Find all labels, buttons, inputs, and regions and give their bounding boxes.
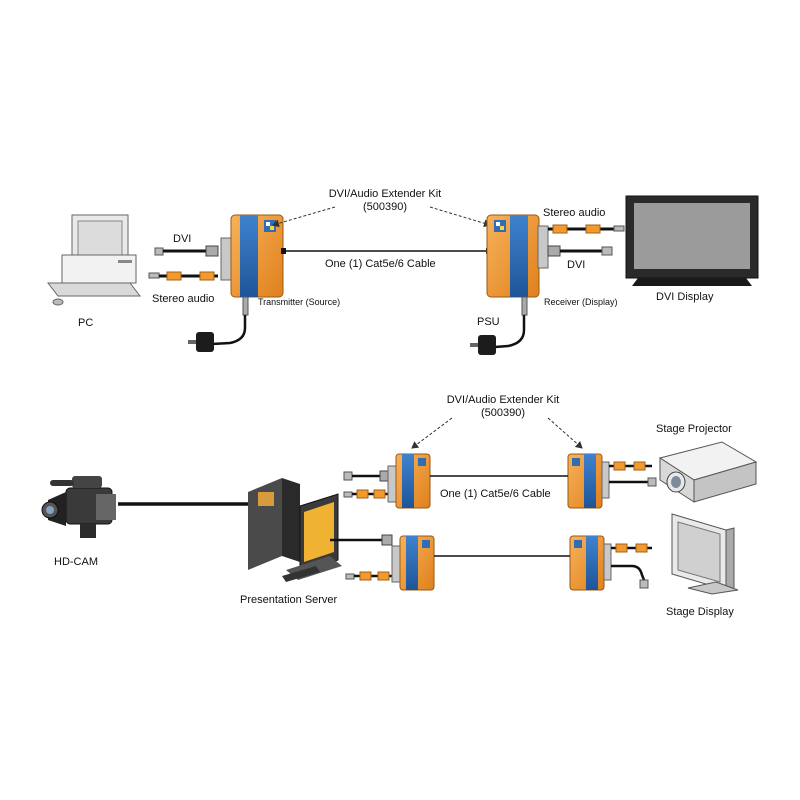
stage-display-label: Stage Display bbox=[666, 606, 734, 618]
kit-title-top: DVI/Audio Extender Kit bbox=[328, 188, 442, 200]
hdcam-label: HD-CAM bbox=[54, 556, 98, 568]
transmitter-power-supply bbox=[188, 296, 249, 352]
stereo-cable-right bbox=[548, 224, 625, 234]
stereo-audio-label-left: Stereo audio bbox=[152, 293, 215, 305]
hdcam-icon bbox=[41, 476, 116, 538]
dvi-display-label: DVI Display bbox=[656, 291, 714, 303]
cable-label-top: One (1) Cat5e/6 Cable bbox=[325, 258, 436, 270]
pc-label: PC bbox=[78, 317, 94, 329]
kit-arrow-left-bottom bbox=[411, 417, 453, 449]
presentation-server-icon bbox=[248, 478, 342, 582]
stereo-audio-label-right: Stereo audio bbox=[543, 207, 606, 219]
kit-part-top: (500390) bbox=[362, 201, 408, 213]
receiver-device bbox=[486, 214, 549, 298]
dvi-label-right: DVI bbox=[567, 259, 586, 271]
projector-cables bbox=[609, 461, 657, 487]
kit-title-bottom: DVI/Audio Extender Kit bbox=[446, 394, 560, 406]
kit-arrow-right-top bbox=[429, 206, 491, 228]
stereo-cable-left bbox=[148, 271, 218, 281]
receiver-device-bottom-2 bbox=[569, 535, 612, 591]
receiver-power-supply bbox=[470, 296, 528, 355]
transmitter-device-bottom-1 bbox=[387, 453, 431, 509]
dvi-cable-right bbox=[547, 245, 613, 257]
dvi-label-left: DVI bbox=[173, 233, 192, 245]
stage-projector-label: Stage Projector bbox=[656, 423, 732, 435]
stage-display-cables bbox=[611, 543, 652, 589]
transmitter-label: Transmitter (Source) bbox=[258, 297, 341, 307]
transmitter-device bbox=[220, 214, 284, 298]
kit-arrow-left-top bbox=[272, 206, 336, 228]
presentation-server-label: Presentation Server bbox=[240, 594, 338, 606]
kit-arrow-right-bottom bbox=[547, 417, 583, 449]
receiver-label: Receiver (Display) bbox=[544, 297, 618, 307]
cable-label-bottom: One (1) Cat5e/6 Cable bbox=[440, 488, 551, 500]
transmitter-device-bottom-2 bbox=[391, 535, 435, 591]
stage-display-icon bbox=[671, 513, 739, 595]
receiver-device-bottom-1 bbox=[567, 453, 610, 509]
server-cable-lower-audio bbox=[345, 571, 394, 581]
stage-projector-icon bbox=[658, 441, 758, 503]
pc-icon bbox=[46, 214, 142, 306]
dvi-display-icon bbox=[625, 195, 759, 286]
server-cable-upper bbox=[343, 470, 391, 499]
kit-part-bottom: (500390) bbox=[480, 407, 526, 419]
dvi-cable-left bbox=[154, 245, 219, 257]
psu-label: PSU bbox=[477, 316, 500, 328]
